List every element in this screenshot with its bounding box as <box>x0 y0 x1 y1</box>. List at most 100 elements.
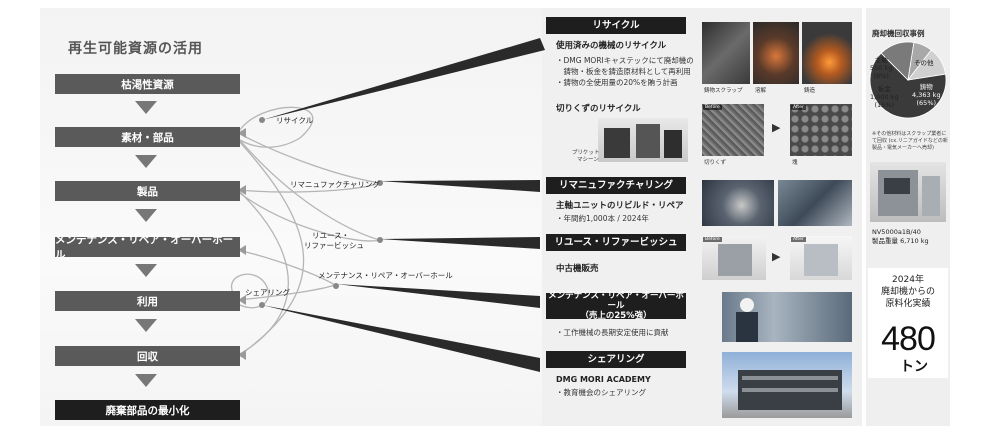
node-reman <box>377 180 383 186</box>
recycle-bullet-2: 鋳物・板金を鋳造原材料として再利用 <box>556 67 691 76</box>
flow-down-arrow <box>135 319 157 332</box>
mro-header-line1: メンテナンス・リペア・オーバーホール <box>548 290 684 311</box>
reman-sub: 主軸ユニットのリビルド・リペア <box>556 201 684 211</box>
result-unit: トン <box>900 359 928 375</box>
page-title: 再生可能資源の活用 <box>68 41 203 57</box>
recycle-bullet-1: ・DMG MORIキャステックにて廃却機の <box>556 56 694 65</box>
caption-chips: 切りくず <box>704 160 727 166</box>
pie-label-sheet: 板金 1,000 kg (15%) <box>870 85 899 109</box>
recycle-loop <box>237 106 314 148</box>
caption-casting: 鋳造 <box>804 88 816 94</box>
photo-casting <box>802 22 852 84</box>
pie-sheet-line3: (15%) <box>874 100 895 109</box>
pie-slice-0 <box>869 52 947 119</box>
label-sharing: シェアリング <box>245 288 290 297</box>
flow-down-arrow <box>135 155 157 168</box>
label-mro: メンテナンス・リペア・オーバーホール <box>318 271 453 280</box>
photo-spindle-1 <box>702 180 774 226</box>
wedge-reman <box>380 180 540 192</box>
reuse-arrow: ▶ <box>772 250 781 263</box>
pie-casting-line3: (65%) <box>916 98 937 107</box>
pie-sheet-line1: 板金 <box>877 85 891 93</box>
flow-box-materials: 素材・部品 <box>55 127 240 147</box>
mro-bullet: ・工作機械の長期安定使用に貢献 <box>556 328 669 337</box>
model-name: NV5000a1B/40 <box>872 228 921 236</box>
mid-outer-curve <box>237 189 289 356</box>
model-info: NV5000a1B/40 製品重量 6,710 kg <box>872 228 929 246</box>
pie-spindle-line1: 主軸 <box>874 56 888 64</box>
reman-bullet: ・年間約1,000本 / 2024年 <box>556 214 649 223</box>
label-reman: リマニュファクチャリング <box>290 180 380 189</box>
photo-briquettes <box>790 104 852 156</box>
sharing-sub: DMG MORI ACADEMY <box>556 375 651 384</box>
flow-box-depletable: 枯渇性資源 <box>55 74 240 94</box>
photo-used-machine-before <box>702 236 766 280</box>
arrowhead-reman <box>238 185 246 195</box>
recycle-bullet-3: ・鋳物の全使用量の20%を賄う計画 <box>556 78 678 87</box>
caption-casting-scrap: 鋳物スクラップ <box>704 88 743 94</box>
photo-nv5000 <box>870 162 946 222</box>
result-line2: 廃却機からの <box>880 287 935 297</box>
photo-chips <box>702 104 764 156</box>
node-recycle <box>259 117 265 123</box>
reuse-after-tag: After <box>791 237 806 242</box>
flow-down-arrow <box>135 374 157 387</box>
pie-casting-line1: 鋳物 <box>919 83 933 91</box>
label-reuse-2: リファービッシュ <box>304 241 364 250</box>
flow-box-mro: メンテナンス・リペア・オーバーホール <box>55 234 240 261</box>
pie-label-spindle: 主軸 550 kg (8%) <box>870 56 893 80</box>
before-tag: Before <box>703 105 722 110</box>
result-year: 2024年 <box>892 275 924 285</box>
after-tag: After <box>791 105 806 110</box>
label-recycle: リサイクル <box>276 116 314 125</box>
mro-header-line2: （売上の25%強） <box>580 311 652 322</box>
photo-spindle-2 <box>778 180 852 226</box>
result-card: 2024年 廃却機からの 原料化実績 <box>868 268 948 378</box>
side-title: 廃却機回収事例 <box>872 29 925 38</box>
section-header-mro: メンテナンス・リペア・オーバーホール （売上の25%強） <box>546 290 686 322</box>
photo-briquette-machine <box>598 118 688 162</box>
section-header-sharing: シェアリング <box>546 351 686 368</box>
photo-maintenance <box>722 292 852 342</box>
arrowhead-reuse <box>238 245 246 255</box>
result-line3: 原料化実績 <box>885 299 931 309</box>
wedge-reuse <box>380 237 540 249</box>
pie-label-casting: 鋳物 4,363 kg (65%) <box>912 83 941 107</box>
wedge-recycle <box>262 38 545 120</box>
flow-box-collect: 回収 <box>55 346 240 366</box>
reuse-curve-2 <box>237 191 381 242</box>
photo-casting-scrap <box>702 22 750 84</box>
pie-label-other: その他 <box>914 59 934 67</box>
section-header-recycle: リサイクル <box>546 17 686 34</box>
section-header-reman: リマニュファクチャリング <box>546 177 686 194</box>
pie-sheet-line2: 1,000 kg <box>870 92 899 101</box>
arrowhead-mro <box>238 295 246 305</box>
node-reuse <box>377 237 383 243</box>
reuse-sub: 中古機販売 <box>556 264 599 274</box>
flow-box-minimize-waste: 廃棄部品の最小化 <box>55 400 240 420</box>
flow-down-arrow <box>135 101 157 114</box>
mro-curve-1 <box>237 249 336 286</box>
photo-melting <box>753 22 799 84</box>
node-mro <box>333 283 339 289</box>
before-after-arrow: ▶ <box>772 121 781 134</box>
reuse-curve-1 <box>237 137 381 241</box>
result-value: 480 <box>881 320 936 358</box>
caption-melting: 溶解 <box>755 88 767 94</box>
model-weight: 製品重量 6,710 kg <box>872 236 929 245</box>
flow-box-use: 利用 <box>55 291 240 311</box>
arrowhead-recycle <box>238 128 246 138</box>
pie-spindle-line3: (8%) <box>873 71 889 80</box>
wedge-mro <box>336 284 540 308</box>
photo-academy-building <box>722 352 852 418</box>
pie-spindle-line2: 550 kg <box>870 63 893 72</box>
recycle-sub2: 切りくずのリサイクル <box>556 104 641 114</box>
reman-curve <box>237 132 381 184</box>
side-note: ※その他材料はスクラップ業者にて回収 (cx.リニアガイドなどの新製品・電気メー… <box>872 131 948 151</box>
flow-down-arrow <box>135 209 157 222</box>
photo-used-machine-after <box>790 236 852 280</box>
label-reuse-1: リユース・ <box>312 231 350 240</box>
sharing-loop <box>230 273 270 309</box>
